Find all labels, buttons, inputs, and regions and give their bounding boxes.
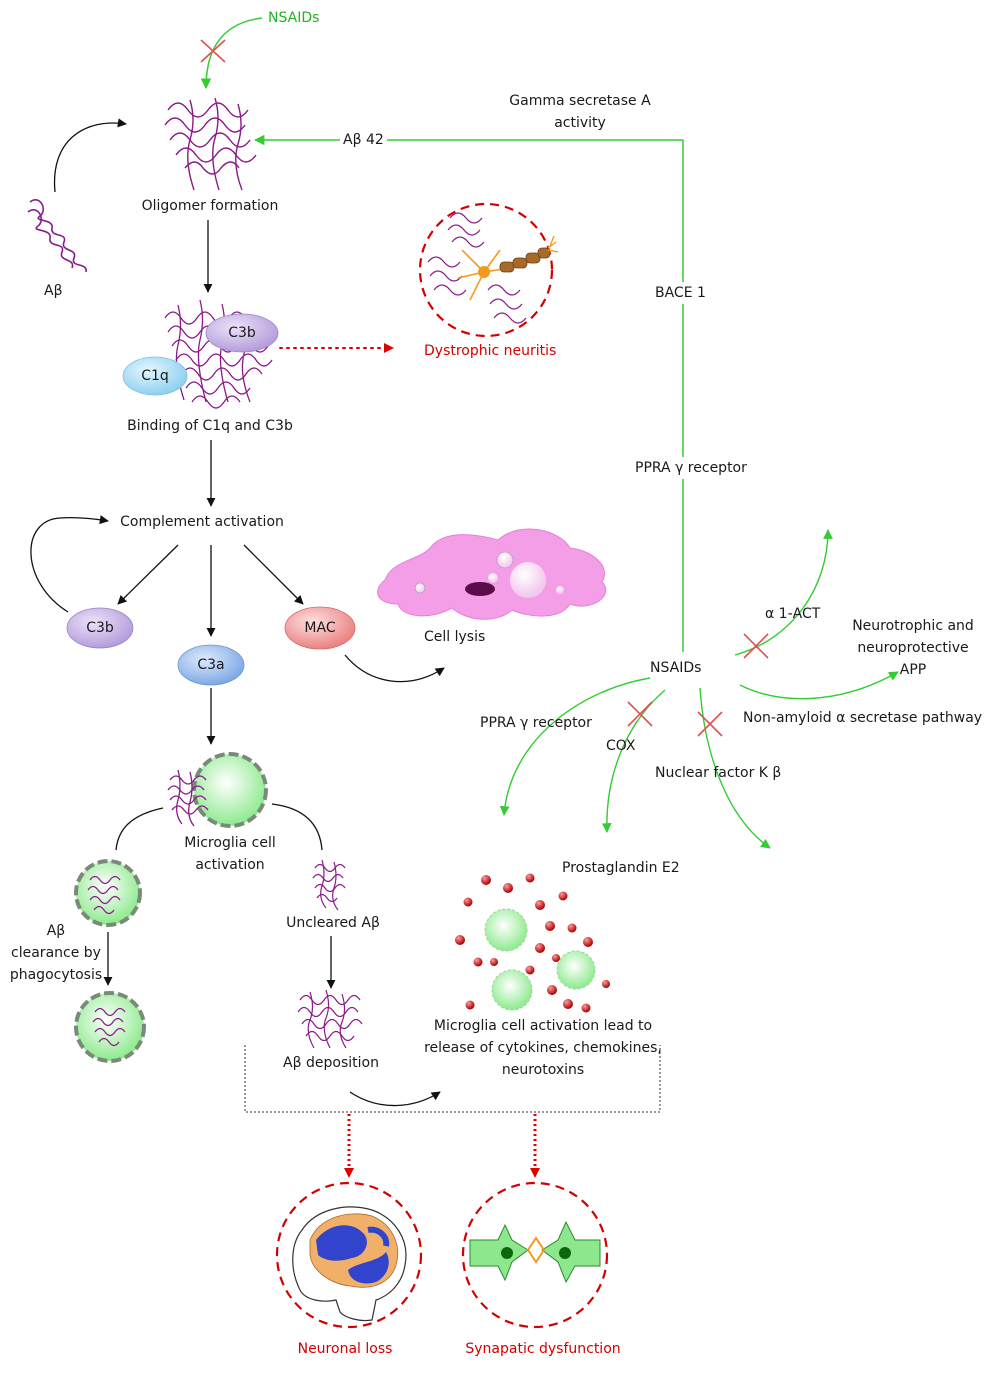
alpha-act-label: α 1-ACT [765,606,821,622]
uncleared-abeta-icon [312,859,346,911]
c3a-icon [177,644,245,686]
neuronal-loss-icon [275,1181,423,1329]
abeta-to-oligomer-arrow [53,118,127,193]
binding-to-dystrophic-arrow [279,343,394,353]
gamma-secretase-label: Gamma secretase A activity [509,93,651,131]
outcome-arrows [344,1114,540,1178]
cell-lysis-label: Cell lysis [424,629,486,645]
c3a-label: C3a [197,657,225,673]
prostaglandin-label: Prostaglandin E2 [562,860,680,876]
nsaid-inhibition-top [200,17,263,90]
oligomer-formation-label: Oligomer formation [141,198,279,214]
microglia-activation-label: Microglia cell activation [184,835,276,873]
complement-to-mac-arrow [243,544,304,605]
c1q-label: C1q [141,368,169,384]
ppra-receptor-low-label: PPRA γ receptor [480,715,592,731]
neurotrophic-label: Neurotrophic and neuroprotective APP [852,618,974,678]
phagocytosis-cell-2 [74,991,146,1063]
branch-left [115,807,164,851]
mac-to-lysis-arrow [344,654,445,683]
nsaids-top-label: NSAIDs [268,10,320,26]
abeta42-label: Aβ 42 [340,129,387,151]
neuronal-loss-label: Neuronal loss [297,1341,393,1357]
complement-activation-label: Complement activation [120,514,284,530]
c3b-top-label: C3b [228,325,256,341]
c3b-feedback-arrow [30,515,109,613]
oligomer-icon [164,97,257,191]
abeta-label: Aβ [44,283,63,299]
abeta-deposition-icon [297,989,363,1049]
branch-right [271,803,323,851]
abeta42-pathway-line [253,134,684,652]
cox-label: COX [606,738,636,754]
mac-label: MAC [304,620,336,636]
deposition-label: Aβ deposition [283,1055,379,1071]
dystrophic-neuritis-label: Dystrophic neuritis [424,343,557,359]
nsaid-inhibition-crosses [627,633,769,737]
non-amyloid-label: Non-amyloid α secretase pathway [743,710,983,726]
clearance-label: Aβ clearance by phagocytosis [9,923,103,983]
synaptic-dysfunction-label: Synapatic dysfunction [465,1341,621,1357]
abeta-monomer-icon [27,199,87,273]
ppra-receptor-top-label: PPRA γ receptor [632,457,750,479]
phagocytosis-cell-1 [74,859,142,927]
deposition-to-release-arrow [349,1091,441,1107]
cytokine-cluster-icon [455,873,610,1013]
bace1-label: BACE 1 [652,282,709,304]
c3b-left-icon [66,607,134,649]
uncleared-label: Uncleared Aβ [286,915,380,931]
cell-lysis-icon [377,528,607,620]
complement-to-c3b-arrow [117,544,179,605]
nsaids-mid-label: NSAIDs [650,660,702,676]
nuclear-factor-label: Nuclear factor K β [655,765,782,781]
c1q-c3b-complex-icon [122,299,279,409]
microglia-cell-icon [167,752,268,828]
binding-label: Binding of C1q and C3b [127,418,293,434]
mac-icon [284,606,356,650]
outcome-bracket [244,1045,661,1113]
synaptic-dysfunction-icon [461,1181,609,1329]
c3b-left-label: C3b [86,620,114,636]
dystrophic-neuritis-icon [418,202,559,338]
nsaid-green-arrows [499,529,899,849]
microglia-release-label: Microglia cell activation lead to releas… [424,1018,662,1078]
